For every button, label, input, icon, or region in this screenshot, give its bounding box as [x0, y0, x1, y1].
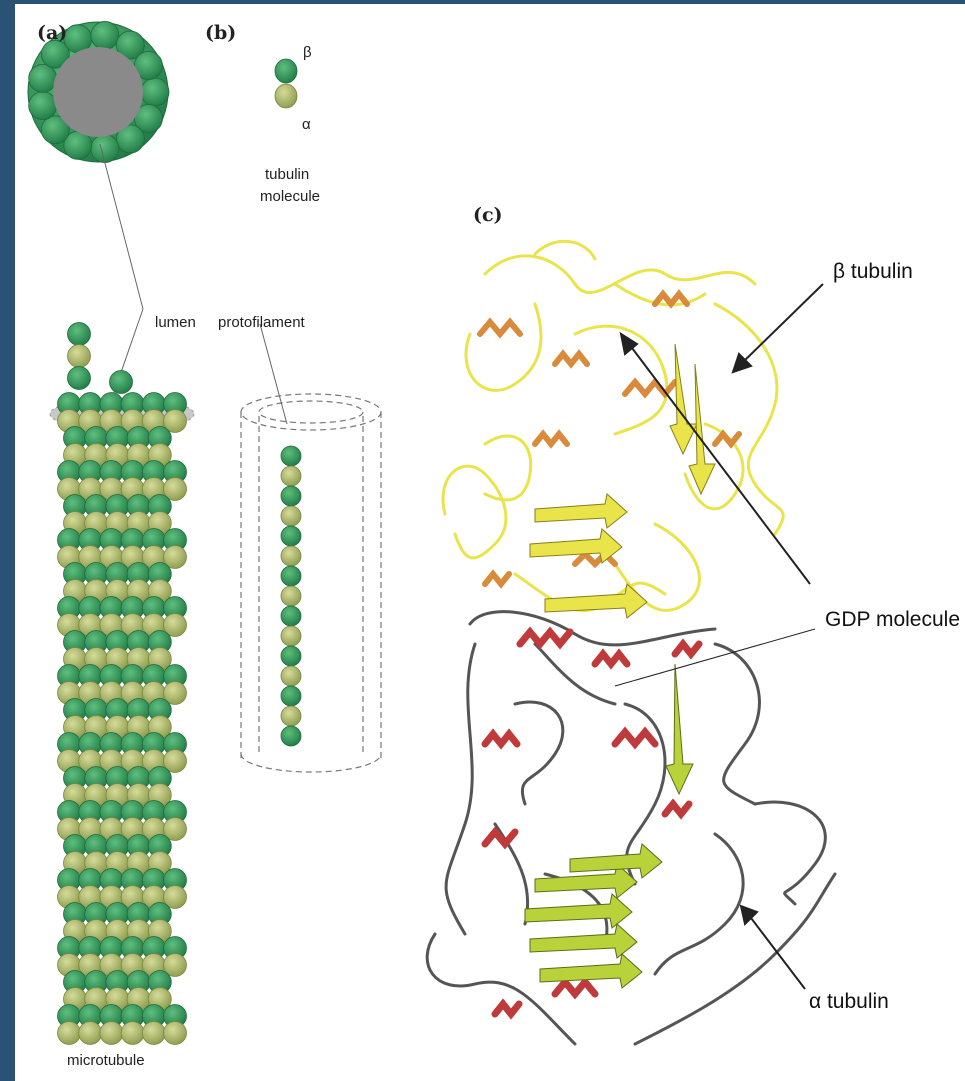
- beta-subunit: [281, 606, 301, 626]
- ring-subunit: [29, 64, 57, 92]
- beta-subunit: [281, 446, 301, 466]
- alpha-subunit: [79, 1022, 102, 1045]
- microtubule-column: [50, 323, 194, 1045]
- cylinder-top-outer: [241, 394, 381, 430]
- alpha-subunit: [281, 546, 301, 566]
- panel-a-label: (a): [37, 22, 67, 44]
- microtubule-subunits: [58, 393, 187, 1045]
- beta-subunit: [110, 371, 133, 394]
- panel-b-label: (b): [205, 22, 236, 44]
- alpha-subunit: [58, 1022, 81, 1045]
- tubulin-dimer: [275, 59, 297, 108]
- alpha-tubulin-label: α tubulin: [809, 990, 889, 1014]
- alpha-tubulin-arrow: [748, 914, 805, 989]
- alpha-subunit: [142, 1022, 165, 1045]
- alpha-subunit: [281, 626, 301, 646]
- beta-subunit: [281, 486, 301, 506]
- cylinder-top-inner: [259, 401, 363, 423]
- tubulin-label-line2: molecule: [260, 188, 320, 205]
- beta-tubulin-label: β tubulin: [833, 260, 913, 284]
- lumen-label: lumen: [155, 314, 196, 331]
- beta-subunit: [281, 646, 301, 666]
- beta-subunit: [281, 566, 301, 586]
- beta-symbol: β: [303, 44, 312, 61]
- beta-subunit: [68, 323, 91, 346]
- alpha-subunit: [281, 506, 301, 526]
- microtubule-top-stack: [68, 323, 133, 394]
- alpha-subunit: [281, 466, 301, 486]
- alpha-subunit: [281, 666, 301, 686]
- alpha-subunit: [164, 1022, 187, 1045]
- beta-subunit: [281, 526, 301, 546]
- protofilament-subunits: [281, 446, 301, 746]
- ring-subunit: [141, 78, 169, 106]
- alpha-subunit: [275, 84, 297, 108]
- alpha-subunit: [68, 345, 91, 368]
- gdp-leader-line: [615, 629, 815, 686]
- alpha-subunit: [121, 1022, 144, 1045]
- alpha-subunit: [281, 706, 301, 726]
- protofilament-leader-line: [260, 324, 287, 424]
- beta-subunit: [275, 59, 297, 83]
- figure-drawing: [15, 4, 965, 1081]
- panel-c-label: (c): [473, 204, 503, 226]
- beta-subunit: [281, 726, 301, 746]
- beta-subunit: [281, 686, 301, 706]
- gdp-molecule-label: GDP molecule: [825, 608, 960, 632]
- lumen-leader-line: [100, 144, 143, 309]
- ring-subunit: [91, 21, 119, 49]
- alpha-subunit: [100, 1022, 123, 1045]
- gdp-arrow: [629, 344, 810, 584]
- beta-subunit: [68, 367, 91, 390]
- ring-subunit: [91, 135, 119, 163]
- alpha-tubulin-helices: [485, 632, 699, 1014]
- protofilament-cylinder: [241, 324, 381, 772]
- alpha-symbol: α: [302, 116, 311, 133]
- ring-subunit: [29, 92, 57, 120]
- tubulin-structure: [427, 241, 835, 1044]
- tubulin-label-line1: tubulin: [265, 166, 309, 183]
- microtubule-label: microtubule: [67, 1052, 145, 1069]
- beta-tubulin-coils: [443, 241, 783, 610]
- cylinder-bottom: [241, 754, 381, 772]
- lumen-region: [53, 47, 143, 137]
- figure-canvas: (a) lumen microtubule (b) β α tubulin mo…: [15, 4, 965, 1081]
- beta-tubulin-arrow: [741, 284, 823, 364]
- alpha-tubulin-sheets: [525, 664, 693, 988]
- alpha-subunit: [281, 586, 301, 606]
- protofilament-label: protofilament: [218, 314, 305, 331]
